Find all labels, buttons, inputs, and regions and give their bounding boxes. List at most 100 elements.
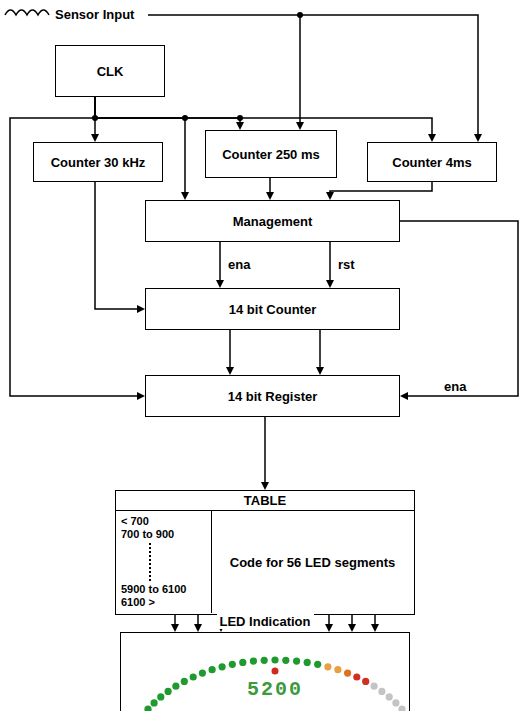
connector [171,615,179,632]
sensor-wire [299,15,301,122]
connector [325,615,333,632]
led-segment-dot [324,663,331,670]
arrow-head [400,392,408,400]
management-box: Management [145,200,400,242]
arrow-head [91,134,99,142]
signal-label: rst [336,257,357,272]
connector [95,97,244,130]
signal-label: ena [442,379,468,394]
arrow-head [236,122,244,130]
arrow-head [216,280,224,288]
connector [226,330,234,375]
connector-line [269,178,271,192]
led-segment-dot [293,658,300,665]
connector [216,242,224,288]
led-segment-dot [392,699,399,706]
node-text: 700 to 900 [121,528,206,541]
arrow-head [261,482,269,490]
led-center-dot [272,668,279,675]
led-segment-dot [199,670,206,677]
counter-box: 14 bit Counter [145,288,400,330]
connector-line [328,615,330,624]
led-segment-dot [165,688,172,695]
connector [326,182,432,200]
led-segment-dot [181,678,188,685]
arrow-head [296,122,304,130]
led-segment-arc [139,656,411,711]
connector [371,615,379,632]
heading-patch: LED Indication [217,614,314,629]
connector-line [374,615,376,624]
node-text: TABLE [116,491,414,511]
led-segment-dot [172,683,179,690]
led-segment-dot [282,657,289,664]
connector-line [351,615,353,624]
node-text: < 700 [121,515,206,528]
connector [316,330,324,375]
table-range-column: < 700700 to 900 5900 to 61006100 > [116,511,211,613]
counter-box: Counter 4ms [367,142,497,182]
led-segment-dot [239,659,246,666]
register-box: 14 bit Register [145,375,400,417]
arrow-head [137,305,145,313]
led-segment-dot [386,693,393,700]
node-text: Code for 56 LED segments [230,555,395,570]
node-text: 14 bit Register [228,389,318,404]
signal-name: Sensor Input [55,7,134,23]
connector-line [95,97,432,134]
led-segment-dot [304,659,311,666]
arrow-head [326,280,334,288]
connector [261,417,269,490]
led-segment-dot [209,666,216,673]
arrow-head [194,624,202,632]
led-segment-dot [362,678,369,685]
arrow-head [428,134,436,142]
node-text: Counter 4ms [392,155,471,170]
arrow-head [266,192,274,200]
led-segment-dot [157,693,164,700]
node-text: 6100 > [121,596,206,609]
counter-box: Counter 30 kHz [33,142,163,182]
led-segment-dot [378,688,385,695]
connector-line [264,417,266,482]
node-text: Counter 250 ms [222,147,320,162]
arrow-head [226,367,234,375]
table-code-cell: Code for 56 LED segments [211,511,413,613]
connector [95,182,145,313]
led-segment-dot [398,706,405,711]
arrow-head [137,392,145,400]
arrow-head [348,624,356,632]
connector [266,178,274,200]
led-segment-dot [314,661,321,668]
signal-label: ena [226,257,252,272]
clock-box: CLK [55,45,165,97]
node-text: Management [233,214,312,229]
connector-line [400,221,518,396]
connector [326,242,334,288]
led-segment-dot [151,699,158,706]
node-text: Counter 30 kHz [51,155,146,170]
connector-line [219,242,221,280]
arrow-head [474,134,482,142]
sensor-wave-symbol [5,10,49,15]
node-text: 5900 to 6100 [121,583,206,596]
arrow-head [371,624,379,632]
led-segment-dot [190,673,197,680]
arrow-head [181,192,189,200]
arrow-head [326,192,334,200]
led-segment-dot [261,657,268,664]
connector-line [174,615,176,624]
range-continuation-dots [149,543,206,581]
node-text: LED Indication [121,614,409,630]
led-segment-dot [353,673,360,680]
node-text: CLK [97,64,124,79]
connector-line [329,242,331,280]
connector-line [229,330,231,367]
led-segment-dot [344,670,351,677]
node-text: 14 bit Counter [229,302,316,317]
counter-box: Counter 250 ms [205,130,337,178]
connector-line [330,182,432,192]
connector [194,615,202,632]
sensor-wire [148,15,478,134]
